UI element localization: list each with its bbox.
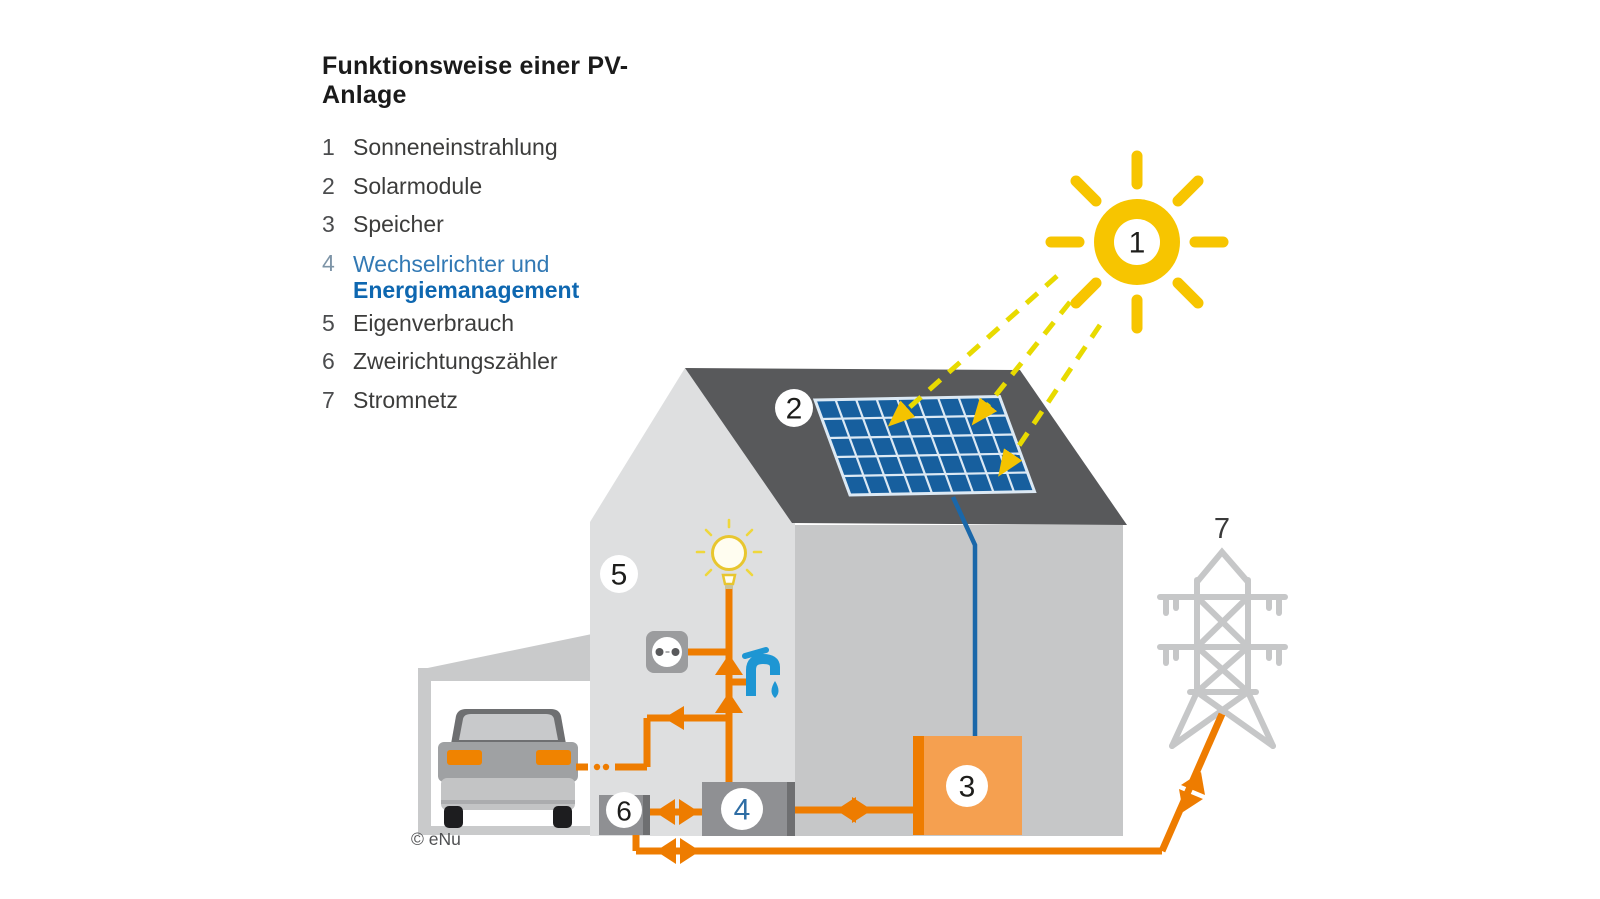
legend-label: Wechselrichter und Energiemanagement (353, 251, 579, 303)
sun-rays-dashed (887, 274, 1103, 477)
legend-number: 1 (322, 134, 335, 160)
car-icon (438, 709, 578, 828)
wheel-right (553, 806, 572, 828)
garage (418, 634, 598, 835)
carport-roof (418, 634, 592, 681)
solar-panel-icon (815, 396, 1035, 495)
dc-cable-line (950, 496, 978, 737)
badges: 1 2 3 4 5 6 7 (600, 227, 1230, 830)
sun-icon (1045, 150, 1229, 334)
legend-item-sonneneinstrahlung: 1 Sonneneinstrahlung (322, 135, 682, 160)
lightbulb-icon (695, 518, 763, 589)
legend-label-line2: Energiemanagement (353, 276, 580, 303)
badge-meter: 6 (616, 796, 632, 827)
up-arrow (715, 654, 743, 675)
legend-item-solarmodule: 2 Solarmodule (322, 172, 682, 199)
up-arrow (715, 692, 743, 713)
badge-storage: 3 (959, 771, 976, 804)
page-title: Funktionsweise einer PV-Anlage (322, 52, 629, 109)
legend-label: Zweirichtungszähler (353, 348, 558, 374)
legend: Funktionsweise einer PV-Anlage 1 Sonnene… (322, 52, 682, 426)
left-arrow (664, 706, 684, 730)
legend-item-stromnetz: 7 Stromnetz (322, 386, 682, 413)
legend-item-wechselrichter: 4 Wechselrichter und Energiemanagement (322, 249, 682, 303)
badge-inverter: 4 (734, 794, 751, 827)
power-tower-icon (1157, 547, 1288, 749)
legend-item-speicher: 3 Speicher (322, 212, 682, 237)
carport-post (418, 668, 431, 830)
legend-number: 5 (322, 309, 335, 336)
legend-number: 3 (322, 211, 335, 237)
water-drop-icon (771, 681, 779, 698)
legend-label: Stromnetz (353, 386, 458, 413)
power-socket-icon (646, 631, 688, 673)
tail-light-right (536, 750, 571, 765)
charge-cable-dots (593, 763, 610, 771)
legend-item-eigenverbrauch: 5 Eigenverbrauch (322, 309, 682, 336)
badge-grid: 7 (1214, 513, 1230, 545)
legend-item-zweirichtungszaehler: 6 Zweirichtungszähler (322, 349, 682, 374)
water-tap-icon (742, 647, 780, 698)
badge-solar-panel: 2 (786, 393, 803, 426)
flow-arrows (655, 654, 1205, 864)
wheel-left (444, 806, 463, 828)
copyright-text: © eNu (411, 829, 461, 849)
legend-label-line1: Wechselrichter und (353, 250, 550, 277)
legend-label: Solarmodule (353, 172, 483, 199)
badge-self-consumption: 5 (611, 559, 628, 592)
energy-flow-lines (576, 585, 1226, 855)
legend-label: Sonneneinstrahlung (353, 134, 558, 160)
carport-sill (418, 826, 598, 835)
legend-number: 7 (322, 386, 335, 413)
house-gable-wall (590, 368, 795, 836)
tail-light-left (447, 750, 482, 765)
legend-label: Speicher (353, 211, 444, 237)
legend-number: 2 (322, 172, 335, 199)
badge-sun: 1 (1129, 227, 1146, 260)
legend-number: 6 (322, 348, 335, 374)
legend-label: Eigenverbrauch (353, 309, 515, 336)
legend-number: 4 (322, 249, 335, 276)
